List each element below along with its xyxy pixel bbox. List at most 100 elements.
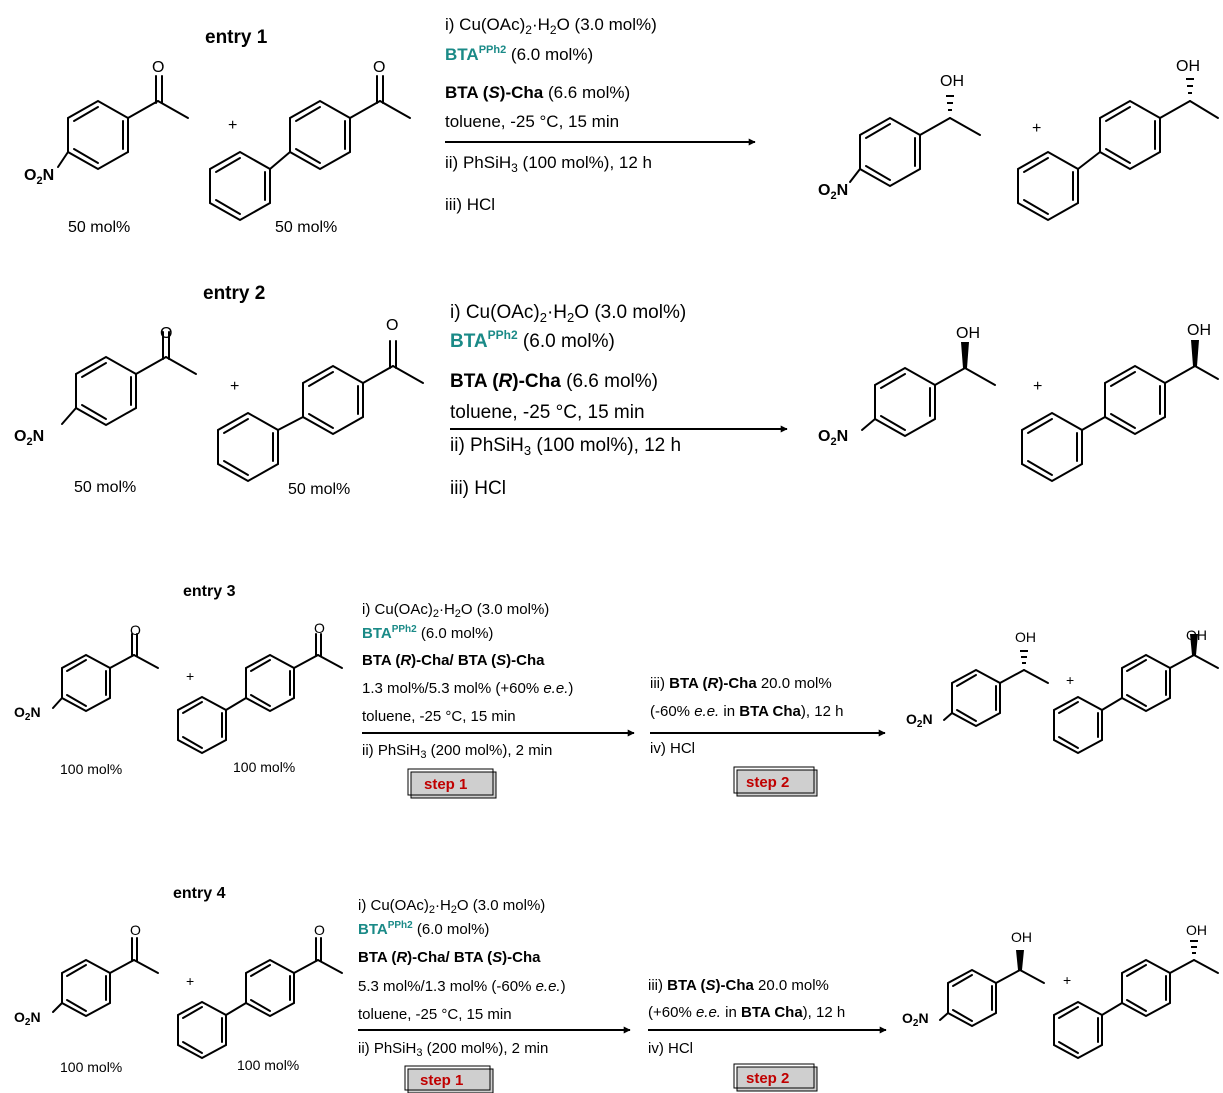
- acetylbiphenyl-structure: O: [217, 317, 424, 483]
- svg-text:BTAPPh2 (6.0 mol%): BTAPPh2 (6.0 mol%): [450, 328, 615, 352]
- nitro-group: O2N: [14, 428, 44, 448]
- nitrophenylethanol-product: OH O2N: [818, 325, 996, 448]
- svg-text:toluene, -25 °C, 15 min: toluene, -25 °C, 15 min: [362, 708, 516, 725]
- svg-text:step 1: step 1: [424, 776, 467, 793]
- nitroacetophenone-structure: O O2N: [14, 325, 197, 448]
- hydroxyl-label: OH: [1176, 58, 1200, 75]
- hashed-bond-icon: [1190, 940, 1198, 954]
- reactant-amount: 50 mol%: [288, 481, 350, 498]
- nitro-group: O2N: [14, 1009, 41, 1028]
- svg-text:BTAPPh2 (6.0 mol%): BTAPPh2 (6.0 mol%): [362, 624, 493, 642]
- nitro-group: O2N: [14, 704, 41, 723]
- acetylbiphenyl-structure: O: [177, 620, 343, 755]
- nitrophenylethanol-product: OH O2N: [818, 73, 981, 202]
- svg-text:BTA (R)-Cha/ BTA (S)-Cha: BTA (R)-Cha/ BTA (S)-Cha: [358, 949, 541, 966]
- svg-text:BTA (R)-Cha/ BTA (S)-Cha: BTA (R)-Cha/ BTA (S)-Cha: [362, 652, 545, 669]
- svg-text:i) Cu(OAc)2·H2O (3.0 mol%): i) Cu(OAc)2·H2O (3.0 mol%): [450, 302, 686, 325]
- nitrophenylethanol-product: OH O2N: [902, 929, 1045, 1029]
- nitroacetophenone-structure: O O2N: [24, 59, 189, 187]
- hydroxyl-label: OH: [1187, 322, 1211, 339]
- svg-text:iii) HCl: iii) HCl: [445, 195, 495, 214]
- nitroacetophenone-structure: O O2N: [14, 922, 159, 1028]
- entry-4: entry 4 O O2N + O 100 mol% 100 mol% i) C…: [14, 885, 1219, 1093]
- svg-text:ii) PhSiH3 (200 mol%), 2 min: ii) PhSiH3 (200 mol%), 2 min: [362, 742, 552, 761]
- step-badge: step 2: [733, 766, 818, 797]
- carbonyl-oxygen: O: [130, 622, 141, 638]
- reactant-amount: 50 mol%: [74, 479, 136, 496]
- plus-sign: +: [1033, 378, 1042, 395]
- svg-text:iv) HCl: iv) HCl: [650, 740, 695, 757]
- step-badge: step 2: [733, 1063, 818, 1092]
- reaction-conditions: i) Cu(OAc)2·H2O (3.0 mol%) BTAPPh2 (6.0 …: [450, 302, 686, 499]
- reactant-amount: 100 mol%: [233, 759, 295, 775]
- nitro-group: O2N: [902, 1010, 929, 1029]
- carbonyl-oxygen: O: [160, 325, 172, 342]
- acetylbiphenyl-structure: O: [177, 922, 343, 1060]
- entry-2: entry 2 O O2N + O 50 mol% 50 mol% i) Cu(…: [14, 283, 1219, 499]
- entry-label: entry 3: [183, 583, 236, 600]
- reaction-conditions-step2: iii) BTA (S)-Cha 20.0 mol% (+60% e.e. in…: [648, 977, 845, 1057]
- plus-sign: +: [1066, 672, 1074, 688]
- svg-text:toluene, -25 °C, 15 min: toluene, -25 °C, 15 min: [358, 1006, 512, 1023]
- reactant-amount: 100 mol%: [60, 1059, 122, 1075]
- reaction-conditions: i) Cu(OAc)2·H2O (3.0 mol%) BTAPPh2 (6.0 …: [358, 897, 566, 1059]
- wedge-bond-icon: [961, 342, 969, 368]
- hydroxyl-label: OH: [1011, 929, 1032, 945]
- nitrophenylethanol-product: OH O2N: [906, 629, 1049, 730]
- biphenylethanol-product: OH: [1021, 322, 1219, 483]
- acetylbiphenyl-structure: O: [209, 59, 411, 222]
- reaction-conditions: i) Cu(OAc)2·H2O (3.0 mol%) BTAPPh2 (6.0 …: [362, 601, 573, 761]
- biphenylethanol-product: OH: [1017, 58, 1219, 222]
- step-badge: step 1: [404, 1065, 494, 1093]
- svg-text:i) Cu(OAc)2·H2O (3.0 mol%): i) Cu(OAc)2·H2O (3.0 mol%): [358, 897, 545, 916]
- nitroacetophenone-structure: O O2N: [14, 622, 159, 723]
- entry-3: entry 3 O O2N + O 100 mol% 100 mol% i) C…: [14, 583, 1219, 799]
- hashed-bond-icon: [946, 95, 954, 111]
- hydroxyl-label: OH: [956, 325, 980, 342]
- hydroxyl-label: OH: [1015, 629, 1036, 645]
- reactant-amount: 50 mol%: [275, 219, 337, 236]
- nitro-group: O2N: [906, 711, 933, 730]
- svg-text:iii) HCl: iii) HCl: [450, 478, 506, 499]
- svg-text:(+60% e.e. in BTA Cha), 12 h: (+60% e.e. in BTA Cha), 12 h: [648, 1004, 845, 1021]
- entry-1: entry 1 O O2N + O 50 mol% 50 mol% i) Cu(…: [24, 15, 1219, 236]
- biphenylethanol-product: OH: [1053, 627, 1219, 755]
- biphenylethanol-product: OH: [1053, 922, 1219, 1060]
- svg-text:1.3 mol%/5.3 mol% (+60% e.e.): 1.3 mol%/5.3 mol% (+60% e.e.): [362, 680, 573, 697]
- plus-sign: +: [1032, 120, 1041, 137]
- nitro-group: O2N: [818, 182, 848, 202]
- svg-text:step 2: step 2: [746, 1070, 789, 1087]
- carbonyl-oxygen: O: [152, 59, 164, 76]
- svg-text:(-60% e.e. in BTA Cha), 12 h: (-60% e.e. in BTA Cha), 12 h: [650, 703, 843, 720]
- svg-text:BTAPPh2 (6.0 mol%): BTAPPh2 (6.0 mol%): [358, 920, 489, 938]
- plus-sign: +: [1063, 972, 1071, 988]
- carbonyl-oxygen: O: [386, 317, 398, 334]
- svg-text:iii) BTA (S)-Cha 20.0 mol%: iii) BTA (S)-Cha 20.0 mol%: [648, 977, 829, 994]
- step-badge: step 1: [407, 768, 497, 799]
- svg-text:iii) BTA (R)-Cha 20.0 mol%: iii) BTA (R)-Cha 20.0 mol%: [650, 675, 832, 692]
- svg-text:i) Cu(OAc)2·H2O (3.0 mol%): i) Cu(OAc)2·H2O (3.0 mol%): [445, 15, 657, 37]
- svg-text:step 1: step 1: [420, 1072, 463, 1089]
- reaction-conditions-step2: iii) BTA (R)-Cha 20.0 mol% (-60% e.e. in…: [650, 675, 843, 757]
- plus-sign: +: [186, 973, 194, 989]
- carbonyl-oxygen: O: [130, 922, 141, 938]
- reactant-amount: 100 mol%: [60, 761, 122, 777]
- svg-text:ii) PhSiH3 (100 mol%), 12 h: ii) PhSiH3 (100 mol%), 12 h: [445, 153, 652, 175]
- hashed-bond-icon: [1020, 650, 1028, 664]
- entry-label: entry 4: [173, 885, 226, 902]
- nitro-group: O2N: [24, 167, 54, 187]
- hashed-bond-icon: [1186, 78, 1194, 94]
- svg-text:5.3 mol%/1.3 mol% (-60% e.e.): 5.3 mol%/1.3 mol% (-60% e.e.): [358, 978, 566, 995]
- wedge-bond-icon: [1190, 634, 1198, 655]
- reactant-amount: 100 mol%: [237, 1057, 299, 1073]
- svg-text:i) Cu(OAc)2·H2O (3.0 mol%): i) Cu(OAc)2·H2O (3.0 mol%): [362, 601, 549, 620]
- svg-text:ii) PhSiH3 (100 mol%), 12 h: ii) PhSiH3 (100 mol%), 12 h: [450, 435, 681, 458]
- hydroxyl-label: OH: [1186, 922, 1207, 938]
- reaction-conditions: i) Cu(OAc)2·H2O (3.0 mol%) BTAPPh2 (6.0 …: [445, 15, 657, 214]
- plus-sign: +: [228, 117, 237, 134]
- hydroxyl-label: OH: [940, 73, 964, 90]
- entry-label: entry 1: [205, 27, 268, 48]
- svg-text:BTAPPh2 (6.0 mol%): BTAPPh2 (6.0 mol%): [445, 44, 593, 64]
- svg-text:step 2: step 2: [746, 774, 789, 791]
